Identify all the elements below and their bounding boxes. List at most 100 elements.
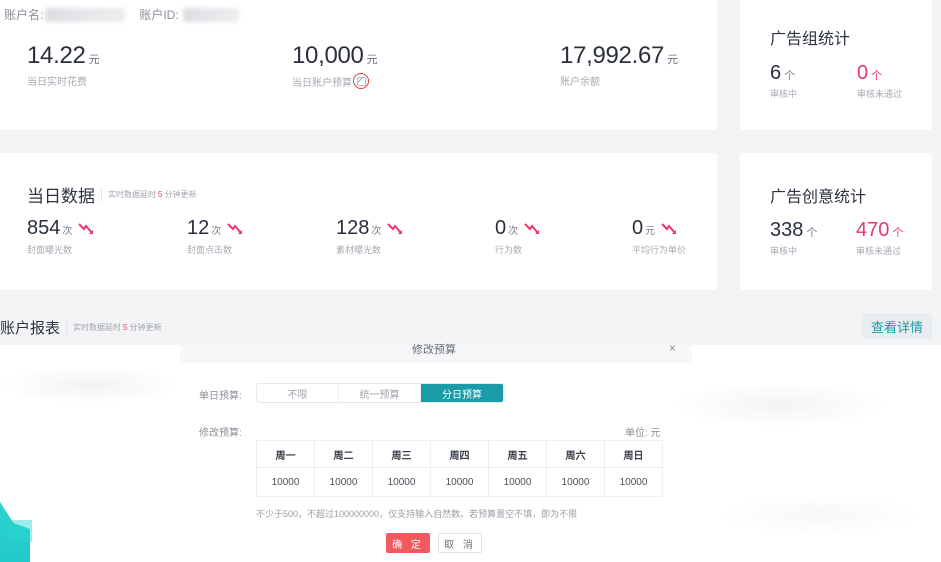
day-header: 周五 [488,440,547,468]
trend-down-icon [524,222,540,234]
stat-value: 338 [770,219,804,241]
modal-title: 修改预算 [412,344,456,356]
metric-value: 0 [495,217,507,239]
stat-unit: 个 [806,227,818,239]
budget-input-wednesday[interactable] [373,468,430,496]
edit-icon[interactable] [353,73,369,89]
stat-value: 0 [857,62,869,84]
budget-type-selector: 不限 统一预算 分日预算 [256,383,504,403]
account-report-title: 账户报表 [0,320,61,337]
stat-value: 470 [856,219,890,241]
day-header: 周三 [372,440,431,468]
day-header: 周一 [256,440,315,468]
budget-input-sunday[interactable] [605,468,662,496]
metric-value: 12 [187,217,210,239]
metric-value: 10,000 [292,42,364,69]
budget-input-saturday[interactable] [547,468,604,496]
stat-unit: 个 [871,70,883,82]
account-name-label: 账户名: [4,8,44,22]
metric-unit: 次 [508,226,519,237]
metric-unit: 元 [645,226,656,237]
option-daily-budget[interactable]: 分日预算 [421,384,503,402]
daily-data-title: 当日数据 [27,187,95,206]
adgroup-stats-title: 广告组统计 [770,31,851,48]
account-name-value-redacted [45,7,126,22]
weekly-budget-table: 周一 周二 周三 周四 周五 周六 周日 [256,440,663,497]
budget-input-tuesday[interactable] [315,468,372,496]
account-id-value-redacted [182,7,239,22]
metric-label: 行为数 [495,245,523,255]
metric-value: 854 [27,217,61,239]
edit-budget-modal: 修改预算 × 单日预算: 不限 统一预算 分日预算 修改预算: 单位: 元 周一… [0,341,941,562]
stat-value: 6 [770,62,782,84]
confirm-button[interactable]: 确 定 [386,533,430,553]
metric-label: 封面点击数 [187,245,233,255]
metric-unit: 元 [366,54,378,66]
creative-stats-title: 广告创意统计 [770,189,867,206]
metric-label: 当日账户预算 [292,77,352,89]
logo-fragment [10,520,32,542]
option-uniform-budget[interactable]: 统一预算 [339,384,421,402]
metric-unit: 元 [667,54,679,66]
day-header: 周日 [604,440,663,468]
cancel-button[interactable]: 取 消 [438,533,482,553]
metric-label-row: 当日账户预算 [292,73,378,89]
trend-down-icon [661,222,677,234]
stat-label: 审核未通过 [856,246,902,256]
metric-label: 平均行为单价 [632,245,687,255]
trend-down-icon [78,222,94,234]
metric-unit: 次 [211,226,222,237]
trend-down-icon [227,222,243,234]
divider [66,320,68,335]
budget-hint: 不少于500，不超过100000000，仅支持输入自然数。若预算置空不填，即为不… [256,509,578,519]
day-header: 周四 [430,440,489,468]
day-header: 周二 [314,440,373,468]
account-id-label: 账户ID: [139,8,179,22]
day-header: 周六 [546,440,605,468]
metric-value: 17,992.67 [560,42,665,69]
modal-header: 修改预算 × [180,341,692,363]
budget-input-monday[interactable] [257,468,314,496]
budget-input-friday[interactable] [489,468,546,496]
metric-label: 当日实时花费 [27,77,87,88]
metric-label: 封面曝光数 [27,245,73,255]
daily-budget-label: 单日预算: [199,391,242,402]
metric-unit: 元 [88,54,100,66]
close-icon[interactable]: × [668,341,676,355]
divider [101,187,102,202]
metric-value: 0 [632,217,644,239]
stat-unit: 个 [892,227,904,239]
stat-label: 审核中 [770,89,798,99]
metric-unit: 次 [371,226,382,237]
edit-budget-label: 修改预算: [199,428,242,439]
view-details-button[interactable]: 查看详情 [862,313,932,339]
option-unlimited[interactable]: 不限 [257,384,339,402]
metric-label: 账户余额 [560,77,600,88]
account-meta: 账户名: 账户ID: [4,6,239,23]
stat-unit: 个 [784,70,796,82]
metric-value: 128 [336,217,370,239]
budget-input-thursday[interactable] [431,468,488,496]
stat-label: 审核未通过 [857,89,903,99]
metric-value: 14.22 [27,42,86,69]
